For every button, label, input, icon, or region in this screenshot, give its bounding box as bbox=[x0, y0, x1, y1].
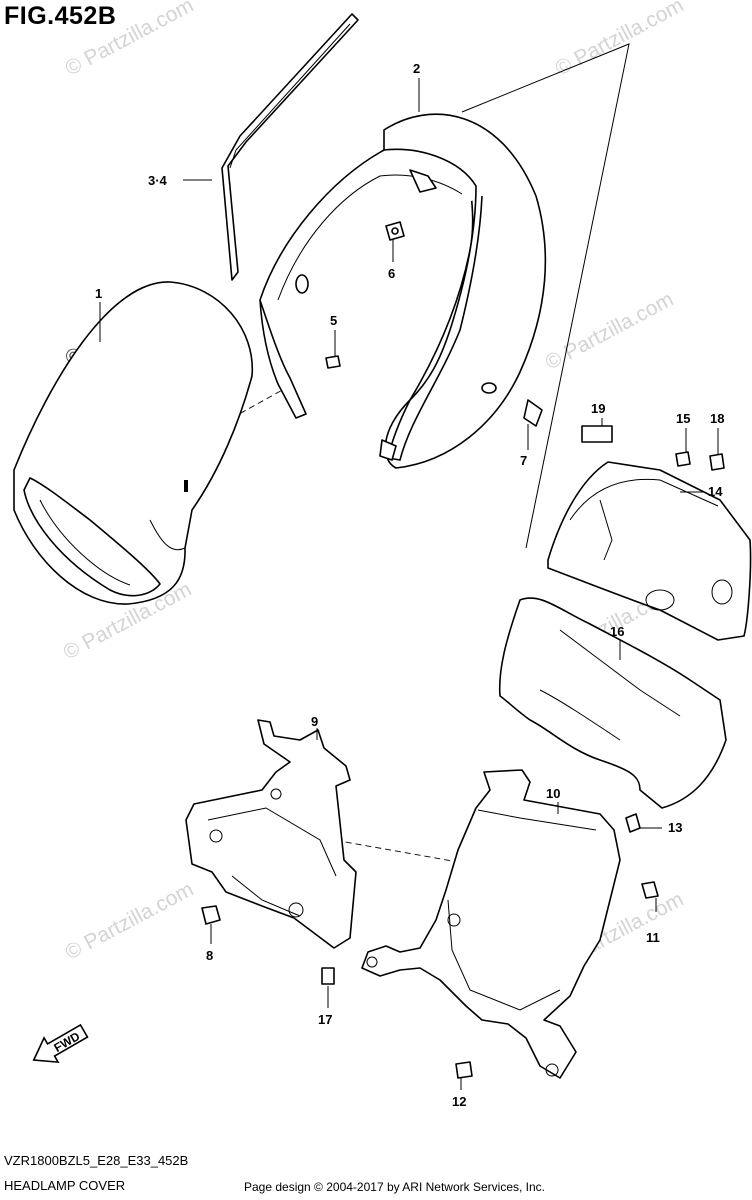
nut-18 bbox=[709, 453, 725, 471]
leader-lines bbox=[99, 78, 719, 1090]
grommet-6-hole bbox=[391, 227, 399, 235]
callout-9: 9 bbox=[311, 714, 318, 729]
figure-code: VZR1800BZL5_E28_E33_452B bbox=[4, 1153, 189, 1168]
callout-7: 7 bbox=[520, 453, 527, 468]
nut-15 bbox=[675, 451, 691, 467]
nut-8 bbox=[201, 905, 221, 925]
watermark-text: © Partzilla.com bbox=[542, 288, 678, 375]
grommet-13 bbox=[625, 813, 641, 833]
callout-15: 15 bbox=[676, 411, 690, 426]
nut-17 bbox=[321, 967, 335, 985]
watermark-text: © Partzilla.com bbox=[62, 0, 198, 80]
watermark-text: © Partzilla.com bbox=[552, 0, 688, 80]
callout-19: 19 bbox=[591, 401, 605, 416]
callout-13: 13 bbox=[668, 820, 682, 835]
callout-11: 11 bbox=[646, 930, 660, 945]
callout-12: 12 bbox=[452, 1094, 466, 1109]
callout-8: 8 bbox=[206, 948, 213, 963]
bolt-12 bbox=[455, 1061, 473, 1079]
headlamp-cover-part bbox=[259, 113, 547, 469]
headlamp-housing-part bbox=[13, 281, 254, 605]
callout-5: 5 bbox=[330, 313, 337, 328]
figure-title: FIG.452B bbox=[4, 2, 117, 30]
callout-6: 6 bbox=[388, 266, 395, 281]
callouts: 2 3·4 1 5 6 7 19 15 18 14 16 9 10 13 11 … bbox=[95, 61, 724, 1109]
rivet-7 bbox=[523, 399, 543, 427]
watermark-text: © Partzilla.com bbox=[62, 878, 198, 965]
callout-3-4: 3·4 bbox=[148, 173, 168, 188]
callout-16: 16 bbox=[610, 624, 624, 639]
cushion-19 bbox=[581, 425, 613, 443]
bracket-right-part bbox=[361, 769, 621, 1079]
callout-17: 17 bbox=[318, 1012, 332, 1027]
callout-18: 18 bbox=[710, 411, 724, 426]
screw-5 bbox=[325, 355, 341, 369]
fwd-arrow: FWD bbox=[32, 1023, 89, 1064]
copyright-text: Page design © 2004-2017 by ARI Network S… bbox=[244, 1180, 546, 1194]
weatherstrip-part bbox=[221, 13, 359, 281]
callout-14: 14 bbox=[708, 484, 723, 499]
bracket-left-part bbox=[185, 719, 357, 949]
callout-1: 1 bbox=[95, 286, 102, 301]
inner-cover-part bbox=[547, 461, 752, 641]
callout-10: 10 bbox=[546, 786, 560, 801]
bolt-11 bbox=[641, 881, 659, 899]
lower-inner-cover-part bbox=[498, 597, 727, 809]
callout-2: 2 bbox=[413, 61, 420, 76]
figure-name: HEADLAMP COVER bbox=[4, 1178, 126, 1193]
